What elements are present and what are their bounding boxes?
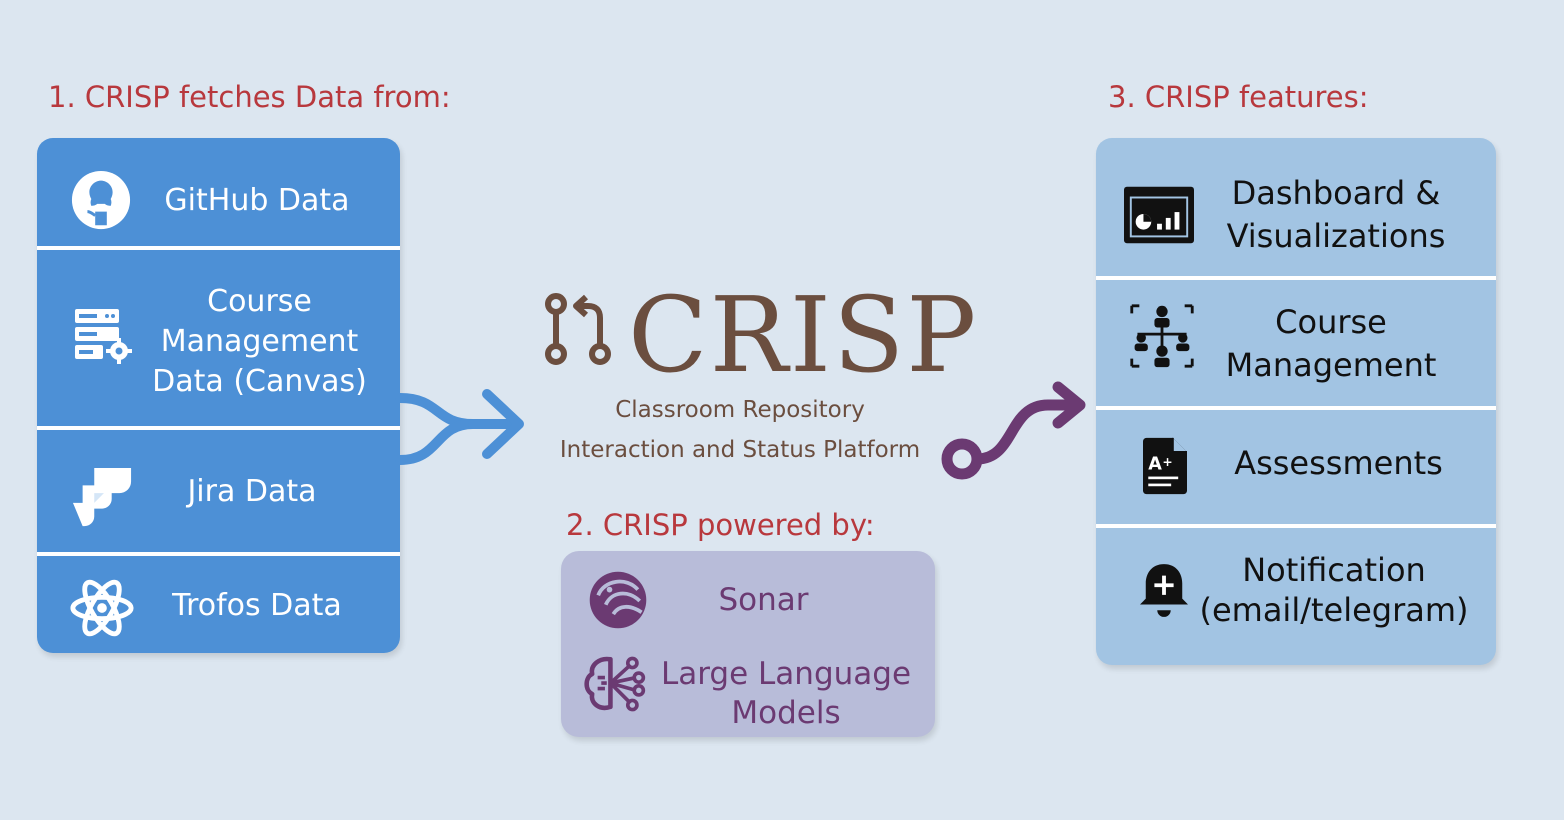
divider: [1096, 276, 1496, 280]
git-pull-request-icon: [545, 293, 611, 365]
powered-label-sonar: Sonar: [718, 582, 809, 618]
svg-text:A: A: [1148, 455, 1162, 475]
feature-label: Course Management: [1225, 303, 1437, 384]
graded-document-icon: A +: [1143, 437, 1187, 495]
divider: [37, 426, 400, 430]
divider: [1096, 524, 1496, 528]
svg-text:+: +: [1162, 455, 1172, 469]
heading-data-sources: 1. CRISP fetches Data from:: [48, 80, 451, 114]
output-arrow-icon: [941, 381, 1086, 480]
feature-label: Assessments: [1234, 444, 1443, 482]
server-settings-icon: [75, 309, 132, 364]
features-panel: Dashboard & Visualizations Course Manage…: [1096, 138, 1496, 665]
brain-circuit-icon: [584, 656, 646, 712]
sonar-icon: [589, 571, 647, 629]
divider: [1096, 406, 1496, 410]
feature-dashboard: Dashboard & Visualizations: [1096, 138, 1496, 276]
divider: [37, 552, 400, 556]
bell-plus-icon: [1140, 564, 1188, 617]
source-label: GitHub Data: [164, 183, 350, 218]
source-label: Trofos Data: [172, 588, 342, 623]
feature-label: Dashboard & Visualizations: [1226, 174, 1446, 255]
source-label: Jira Data: [187, 474, 317, 509]
github-icon: [71, 170, 131, 230]
dashboard-icon: [1124, 186, 1194, 244]
logo-subtitle-line2: Interaction and Status Platform: [559, 437, 921, 463]
divider: [37, 246, 400, 250]
feature-label: Notification (email/telegram): [1199, 551, 1469, 629]
org-chart-icon: [1130, 304, 1194, 368]
source-trofos: Trofos Data: [37, 556, 400, 653]
heading-features: 3. CRISP features:: [1108, 80, 1369, 114]
merge-arrow-icon: [395, 389, 524, 465]
source-github: GitHub Data: [37, 138, 400, 248]
source-jira: Jira Data: [37, 430, 400, 554]
feature-course-management: Course Management: [1096, 280, 1496, 406]
crisp-logo-text: CRISP: [628, 274, 979, 396]
source-canvas: Course Management Data (Canvas): [37, 250, 400, 428]
jira-icon: [72, 467, 132, 527]
atom-icon: [70, 579, 134, 637]
powered-label-llm: Large Language Models: [660, 656, 912, 731]
powered-by-panel: Sonar Large Language Models: [561, 551, 935, 737]
source-label: Course Management Data (Canvas): [152, 284, 367, 399]
logo-subtitle-line1: Classroom Repository: [615, 397, 865, 423]
data-sources-panel: GitHub Data Course Management Data (Canv…: [37, 138, 400, 653]
heading-powered-by: 2. CRISP powered by:: [566, 508, 875, 542]
feature-notification: Notification (email/telegram): [1096, 528, 1496, 665]
feature-assessments: A + Assessments: [1096, 410, 1496, 524]
